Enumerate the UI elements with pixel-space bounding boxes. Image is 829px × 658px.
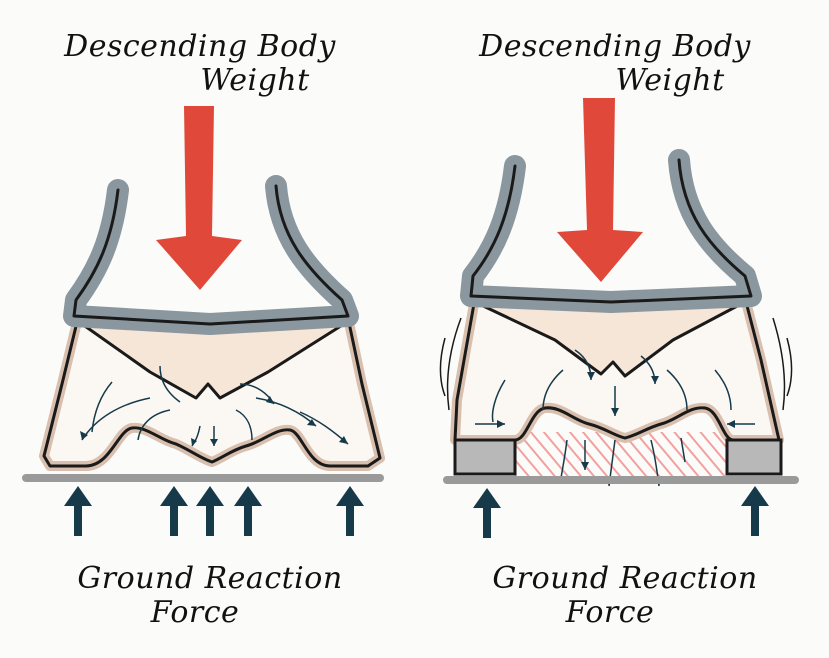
descending-weight-arrow <box>557 98 643 282</box>
reaction-arrow <box>196 486 224 536</box>
ground-reaction-arrows <box>473 486 769 538</box>
right-panel: Descending Body Weight <box>415 0 829 658</box>
ground-reaction-force-label: Ground Reaction Force <box>485 562 765 630</box>
reaction-arrow <box>234 486 262 536</box>
reaction-arrow <box>741 486 769 536</box>
left-panel: Descending Body Weight <box>0 0 414 658</box>
right-insert <box>727 440 781 474</box>
reaction-arrow <box>473 488 501 538</box>
reaction-arrow <box>64 486 92 536</box>
reaction-arrow <box>160 486 188 536</box>
ground-line <box>22 474 384 482</box>
descending-weight-arrow <box>156 106 242 290</box>
ground-reaction-force-label: Ground Reaction Force <box>70 562 350 630</box>
right-diagram <box>415 0 829 658</box>
ground-line <box>443 476 799 484</box>
left-diagram <box>0 0 414 658</box>
ground-reaction-arrows <box>64 486 364 536</box>
bottom-label-line1: Ground Reaction <box>70 562 350 596</box>
left-insert <box>455 440 515 474</box>
bottom-label-line2: Force <box>70 596 350 630</box>
reaction-arrow <box>336 486 364 536</box>
bottom-label-line1: Ground Reaction <box>485 562 765 596</box>
bottom-label-line2: Force <box>485 596 765 630</box>
